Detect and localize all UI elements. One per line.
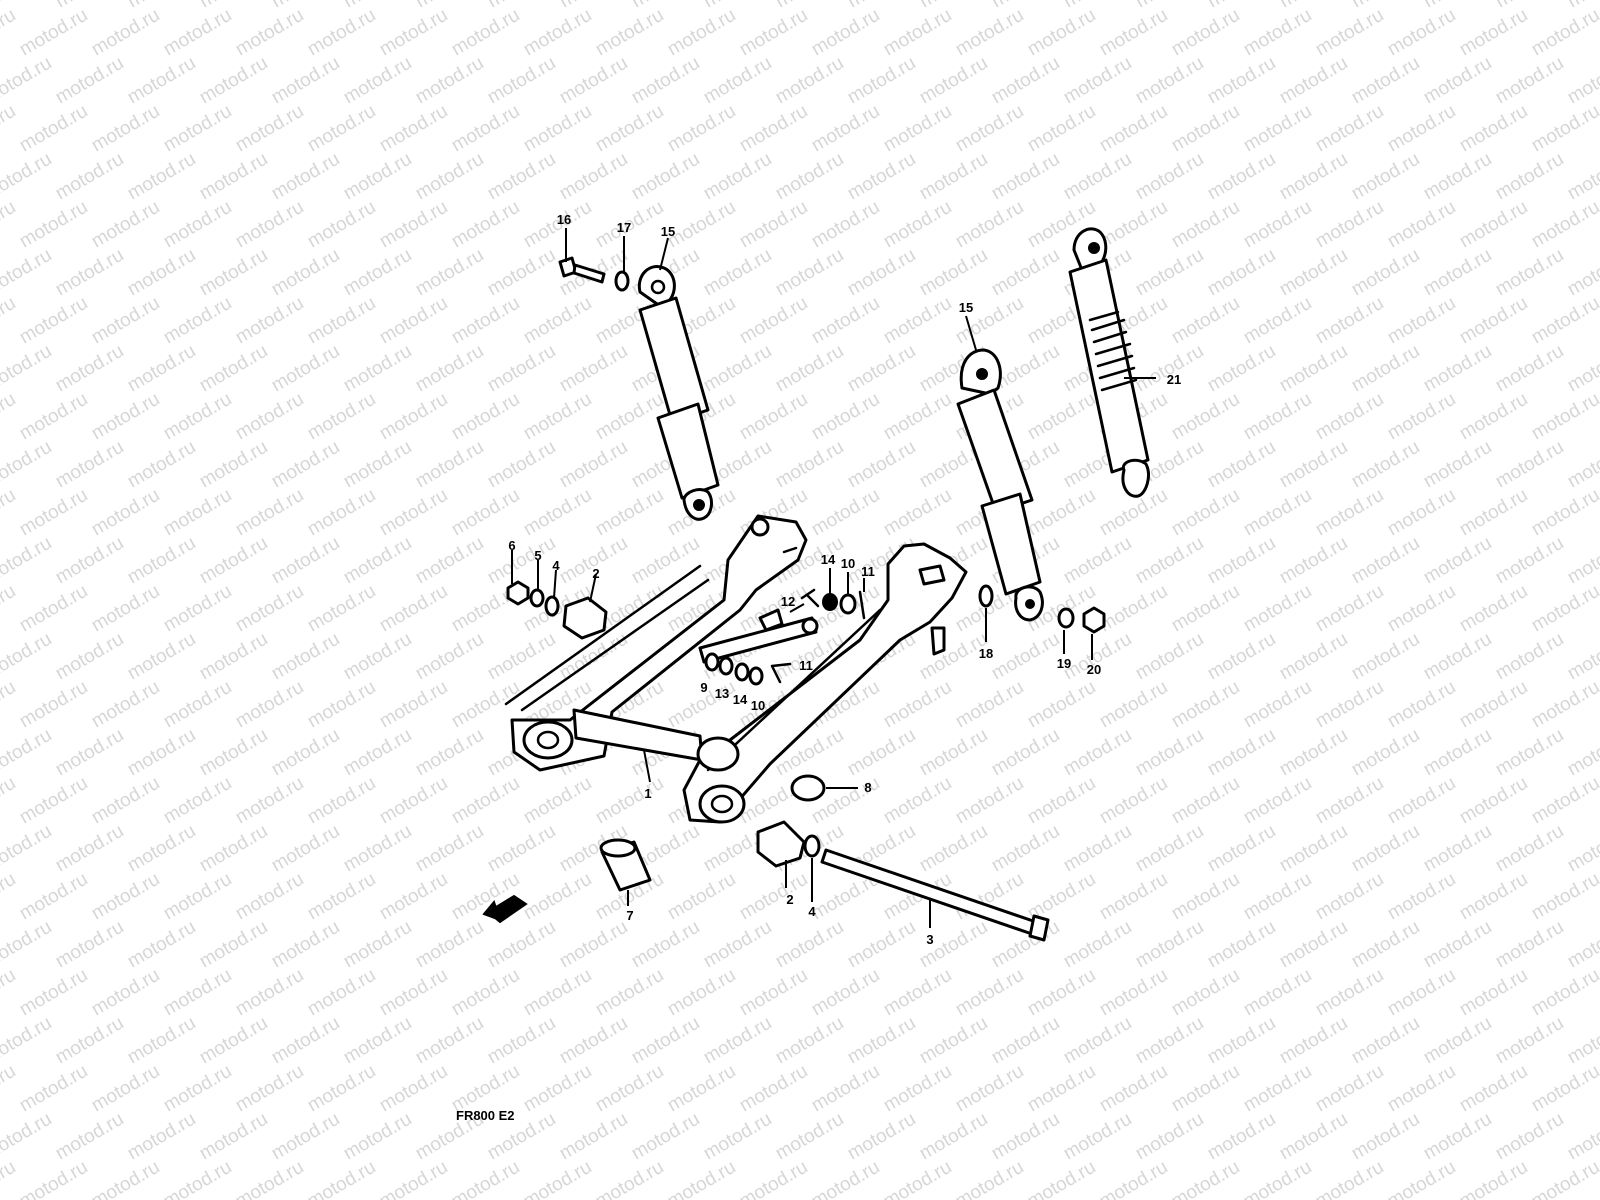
washer-13[interactable] — [718, 656, 734, 676]
bolt-16[interactable] — [558, 256, 606, 284]
callout-14-upper: 14 — [821, 552, 836, 567]
callout-4-lower: 4 — [808, 904, 816, 919]
callout-19: 19 — [1057, 656, 1071, 671]
washer-10-lower[interactable] — [748, 666, 764, 686]
washer-9[interactable] — [704, 652, 720, 672]
washer-19[interactable] — [1057, 607, 1075, 629]
bushing-2-lower[interactable] — [756, 820, 806, 868]
nut-6[interactable] — [506, 580, 530, 606]
nut-14-lower[interactable] — [734, 662, 750, 682]
bolt-12[interactable] — [800, 588, 820, 608]
bushing-7[interactable] — [599, 838, 652, 892]
cap-8[interactable] — [790, 774, 826, 802]
washer-10-upper[interactable] — [839, 593, 857, 615]
callout-6: 6 — [508, 538, 515, 553]
callout-8: 8 — [864, 780, 871, 795]
left-shock-absorber[interactable] — [637, 265, 720, 521]
callout-leader-lines — [511, 228, 1156, 928]
washer-17[interactable] — [614, 270, 630, 292]
callout-14-lower: 14 — [733, 692, 748, 707]
callout-20: 20 — [1087, 662, 1101, 677]
washer-4-lower[interactable] — [803, 834, 821, 858]
washer-4-upper[interactable] — [544, 595, 560, 617]
callout-18: 18 — [979, 646, 993, 661]
callout-4-upper: 4 — [552, 558, 560, 573]
callout-11-upper: 11 — [861, 564, 875, 579]
bushing-2-upper[interactable] — [562, 596, 608, 640]
swing-arm-cross-tube[interactable] — [522, 708, 704, 762]
swing-arm-right-arm[interactable] — [682, 542, 968, 824]
callout-2-upper: 2 — [592, 566, 599, 581]
callout-10-lower: 10 — [751, 698, 765, 713]
callout-21: 21 — [1167, 372, 1181, 387]
right-shock-absorber[interactable] — [956, 348, 1044, 622]
nut-20[interactable] — [1082, 606, 1106, 634]
front-direction-arrow-icon — [482, 894, 528, 924]
callout-12: 12 — [781, 594, 795, 609]
callout-3: 3 — [926, 932, 933, 947]
callout-9: 9 — [700, 680, 707, 695]
cotter-pin-11-upper[interactable] — [858, 590, 866, 620]
nut-14-upper[interactable] — [822, 593, 838, 611]
callout-7: 7 — [626, 908, 633, 923]
callout-11-lower: 11 — [799, 658, 813, 673]
link-rod[interactable] — [698, 608, 819, 664]
callout-5: 5 — [534, 548, 541, 563]
callout-17: 17 — [617, 220, 631, 235]
swing-arm-left-plate[interactable] — [504, 514, 808, 772]
cotter-pin-11-lower[interactable] — [770, 662, 792, 684]
callout-numbers: 16 17 15 15 21 6 5 4 2 14 10 11 12 9 13 … — [508, 212, 1181, 947]
washer-5[interactable] — [529, 588, 545, 608]
callout-13: 13 — [715, 686, 729, 701]
callout-10-upper: 10 — [841, 556, 855, 571]
pivot-shaft-3[interactable] — [820, 848, 1050, 942]
callout-2-lower: 2 — [786, 892, 793, 907]
callout-1: 1 — [644, 786, 651, 801]
spring-shock-absorber-21[interactable] — [1068, 227, 1150, 498]
washer-18[interactable] — [978, 584, 994, 608]
model-label: FR800 E2 — [456, 1108, 515, 1123]
callout-15-left: 15 — [661, 224, 675, 239]
callout-16: 16 — [557, 212, 571, 227]
callout-15-right: 15 — [959, 300, 973, 315]
